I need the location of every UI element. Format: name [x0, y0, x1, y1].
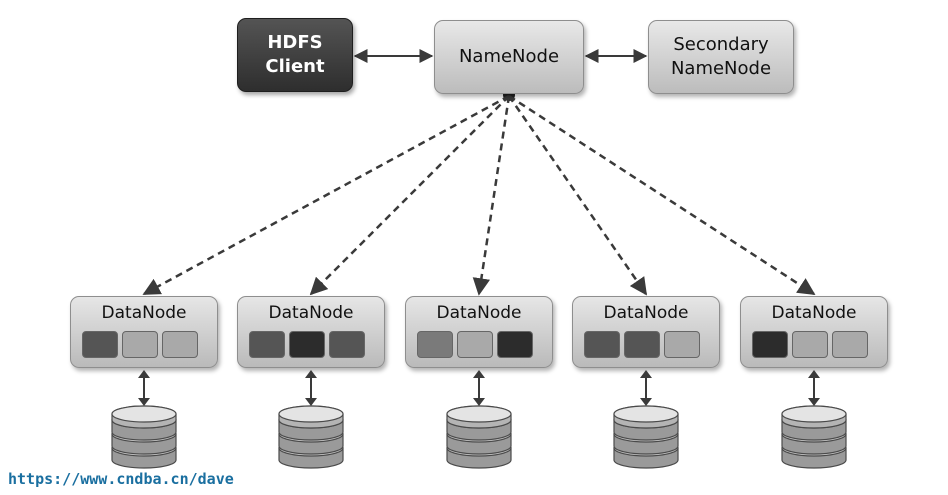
namenode-datanode-link-2 — [309, 95, 510, 296]
hdfs-client-label: HDFS Client — [265, 32, 325, 77]
hdfs-client-node: HDFS Client — [237, 18, 353, 92]
disk-connector — [138, 370, 150, 406]
block-group — [584, 331, 700, 358]
data-block — [417, 331, 453, 358]
datanode-label: DataNode — [101, 303, 187, 323]
data-block — [832, 331, 868, 358]
datanode-label: DataNode — [603, 303, 689, 323]
data-block — [289, 331, 325, 358]
data-block — [624, 331, 660, 358]
disk-icon — [613, 405, 679, 469]
secondary-namenode-node: Secondary NameNode — [648, 20, 794, 94]
datanode-1: DataNode — [70, 296, 218, 368]
disk-connector — [640, 370, 652, 406]
data-block — [584, 331, 620, 358]
disk-icon — [781, 405, 847, 469]
block-group — [752, 331, 868, 358]
datanode-label: DataNode — [771, 303, 857, 323]
datanode-2: DataNode — [237, 296, 385, 368]
data-block — [82, 331, 118, 358]
namenode-datanode-link-5 — [508, 94, 816, 296]
namenode-node: NameNode — [434, 20, 584, 94]
disk-connector — [808, 370, 820, 406]
block-group — [82, 331, 198, 358]
data-block — [162, 331, 198, 358]
disk-icon — [111, 405, 177, 469]
block-group — [249, 331, 365, 358]
data-block — [329, 331, 365, 358]
data-block — [497, 331, 533, 358]
watermark-url: https://www.cndba.cn/dave — [8, 470, 234, 488]
disk-icon — [446, 405, 512, 469]
datanode-label: DataNode — [268, 303, 354, 323]
data-block — [457, 331, 493, 358]
datanode-3: DataNode — [405, 296, 553, 368]
disk-icon — [278, 405, 344, 469]
namenode-label: NameNode — [458, 46, 560, 67]
data-block — [122, 331, 158, 358]
data-block — [792, 331, 828, 358]
datanode-5: DataNode — [740, 296, 888, 368]
namenode-datanode-link-3 — [472, 95, 511, 296]
disk-connector — [305, 370, 317, 406]
datanode-4: DataNode — [572, 296, 720, 368]
disk-connector — [473, 370, 485, 406]
namenode-datanode-link-1 — [142, 94, 510, 296]
secondary-namenode-label: Secondary NameNode — [670, 34, 772, 79]
namenode-datanode-link-4 — [507, 95, 648, 296]
datanode-label: DataNode — [436, 303, 522, 323]
data-block — [664, 331, 700, 358]
block-group — [417, 331, 533, 358]
data-block — [752, 331, 788, 358]
data-block — [249, 331, 285, 358]
